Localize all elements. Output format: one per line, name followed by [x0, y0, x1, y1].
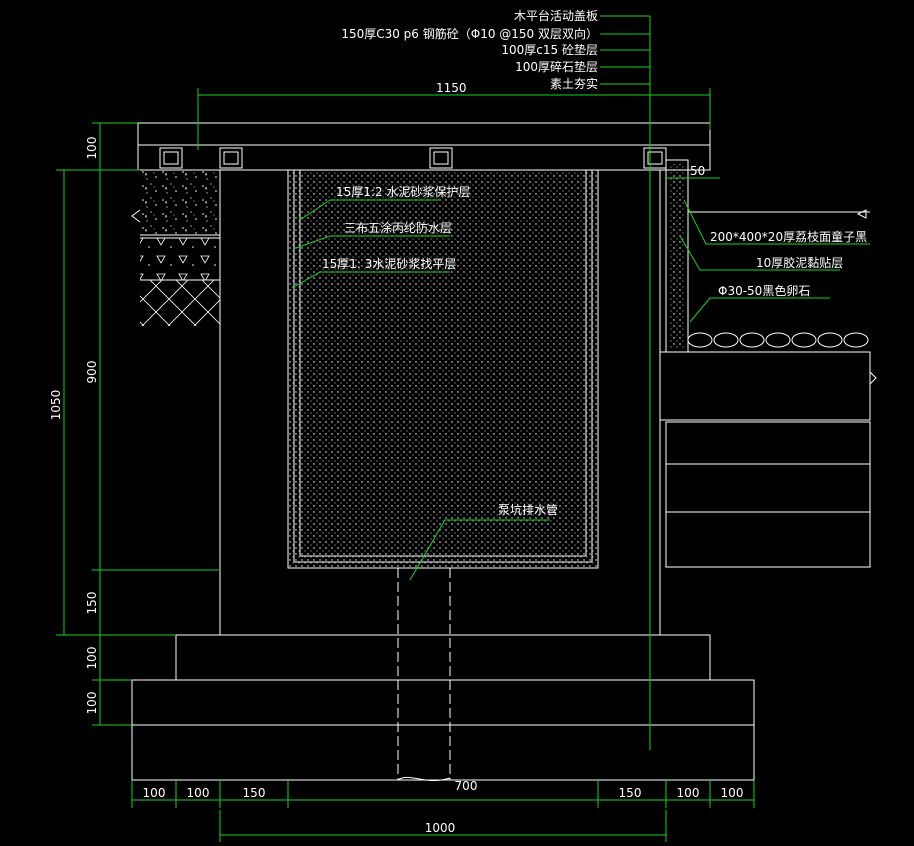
- dim-left-base: 150: [85, 592, 99, 615]
- callout-concrete-cushion: 100厚c15 砼垫层: [501, 42, 598, 57]
- callout-timber-cover: 木平台活动盖板: [514, 8, 598, 23]
- callout-drain-pipe: 泵坑排水管: [498, 502, 558, 517]
- dim-top-width: 1150: [436, 81, 467, 95]
- dim-bottom-seg-2: 100: [187, 786, 210, 800]
- base-gravel-layer: [131, 679, 755, 726]
- callout-leveling: 15厚1: 3水泥砂浆找平层: [322, 256, 456, 271]
- callout-waterproof: 三布五涂丙纶防水层: [344, 220, 452, 235]
- callout-stone-face: 200*400*20厚荔枝面童子黑: [710, 229, 867, 244]
- dim-left-gravel: 100: [85, 692, 99, 715]
- callout-compacted-soil: 素土夯实: [550, 76, 598, 91]
- dim-left-total: 1050: [49, 390, 63, 421]
- pebble-row: [687, 332, 869, 348]
- dim-bottom-seg-5: 150: [619, 786, 642, 800]
- dim-bottom-seg-1: 100: [143, 786, 166, 800]
- callout-gravel-cushion: 100厚碎石垫层: [515, 59, 598, 74]
- dim-left-concrete: 100: [85, 647, 99, 670]
- left-ground-layers: [131, 170, 220, 326]
- dim-right-gap: 50: [690, 164, 705, 178]
- callout-adhesive: 10厚胶泥黏贴层: [756, 255, 843, 270]
- base-soil-layer: [131, 724, 755, 781]
- callout-pebbles: Φ30-50黑色卵石: [718, 284, 810, 298]
- dimension-lines: [56, 88, 755, 842]
- dim-left-upper: 900: [85, 361, 99, 384]
- dim-bottom-total: 1000: [425, 821, 456, 835]
- base-concrete-layer: [175, 634, 711, 681]
- dim-bottom-seg-7: 100: [721, 786, 744, 800]
- callout-leaders: [291, 15, 870, 750]
- timber-cover-board: [137, 122, 711, 171]
- callout-concrete-slab: 150厚C30 p6 钢筋砼（Φ10 @150 双层双向）: [341, 26, 598, 41]
- callout-protect-layer: 15厚1:2 水泥砂浆保护层: [336, 184, 470, 199]
- dim-bottom-seg-4: 700: [455, 779, 478, 793]
- dim-left-slab: 100: [85, 137, 99, 160]
- right-pond-detail: [659, 159, 877, 568]
- dim-bottom-seg-6: 100: [677, 786, 700, 800]
- drain-pipe: [397, 568, 451, 782]
- dim-bottom-seg-3: 150: [243, 786, 266, 800]
